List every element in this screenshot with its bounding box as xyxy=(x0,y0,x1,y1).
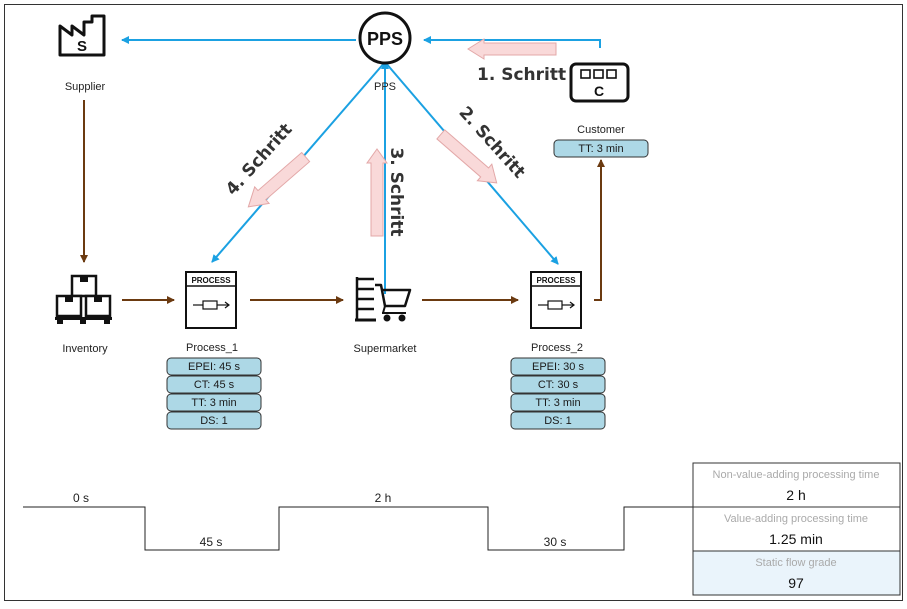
diagram-border xyxy=(4,4,903,601)
step-arrow-4[interactable]: 4. Schritt xyxy=(222,120,313,215)
process-2-node[interactable]: PROCESS Process_2 EPEI: 30 s CT: 30 s TT… xyxy=(510,271,606,430)
timeline-lower-0: 45 s xyxy=(200,535,223,549)
customer-node[interactable]: C Customer TT: 3 min xyxy=(553,62,649,158)
step-label-4: 4. Schritt xyxy=(222,120,296,200)
supermarket-node[interactable]: Supermarket xyxy=(354,277,417,355)
data-box-row xyxy=(510,411,606,430)
process-1-data-box: EPEI: 45 s CT: 45 s TT: 3 min DS: 1 xyxy=(166,357,262,430)
pps-circle-icon: PPS xyxy=(358,11,412,65)
customer-data-tt: TT: 3 min xyxy=(578,143,623,155)
metric-label-flow-grade: Static flow grade xyxy=(755,557,836,569)
process-1-data-tt: TT: 3 min xyxy=(191,397,236,409)
pps-icon-text: PPS xyxy=(367,29,403,49)
timeline: 0 s 2 h 45 s 30 s xyxy=(23,491,693,551)
material-flows xyxy=(80,100,605,304)
step-label-1: 1. Schritt xyxy=(477,65,566,85)
step-arrow-2[interactable]: 2. Schritt xyxy=(434,103,529,191)
process-icon: PROCESS xyxy=(185,271,237,329)
step-arrow-3-shape xyxy=(366,148,388,237)
process-2-data-epei: EPEI: 30 s xyxy=(532,361,584,373)
data-box-row xyxy=(553,139,649,158)
process-1-node[interactable]: PROCESS Process_1 EPEI: 45 s CT: 45 s TT… xyxy=(166,271,262,430)
process-1-data-ct: CT: 45 s xyxy=(194,379,235,391)
metric-value-va: 1.25 min xyxy=(769,531,823,547)
step-arrow-2-shape xyxy=(436,129,498,184)
metrics-table: Non-value-adding processing time 2 h Val… xyxy=(692,462,901,596)
customer-data-box: TT: 3 min xyxy=(553,139,649,158)
data-box-row xyxy=(510,357,606,376)
customer-icon-letter: C xyxy=(594,83,604,99)
process-2-data-box: EPEI: 30 s CT: 30 s TT: 3 min DS: 1 xyxy=(510,357,606,430)
supermarket-cart-icon xyxy=(355,277,412,322)
step-arrow-1-shape xyxy=(467,38,557,60)
customer-building-icon: C xyxy=(569,62,630,103)
process-1-label: Process_1 xyxy=(186,342,238,354)
inventory-node[interactable]: Inventory xyxy=(55,274,112,355)
supplier-node[interactable]: S Supplier xyxy=(58,14,106,93)
process-1-data-ds: DS: 1 xyxy=(200,415,228,427)
data-box-row xyxy=(166,411,262,430)
process-2-data-tt: TT: 3 min xyxy=(535,397,580,409)
data-box-row xyxy=(510,393,606,412)
data-box-row xyxy=(166,357,262,376)
process-2-label: Process_2 xyxy=(531,342,583,354)
metric-label-va: Value-adding processing time xyxy=(724,513,868,525)
data-box-row xyxy=(510,375,606,394)
step-label-3: 3. Schritt xyxy=(386,147,406,236)
metrics-highlight-cell xyxy=(693,551,900,595)
metric-label-nva: Non-value-adding processing time xyxy=(713,469,880,481)
supplier-label: Supplier xyxy=(65,81,106,93)
data-box-row xyxy=(166,375,262,394)
data-box-row xyxy=(166,393,262,412)
process-icon: PROCESS xyxy=(530,271,582,329)
process-1-icon-title: PROCESS xyxy=(191,276,231,285)
metric-value-flow-grade: 97 xyxy=(788,575,804,591)
process-2-data-ct: CT: 30 s xyxy=(538,379,579,391)
pps-node[interactable]: PPS PPS xyxy=(358,11,412,93)
timeline-step-line xyxy=(23,506,693,551)
inventory-label: Inventory xyxy=(62,343,108,355)
metric-value-nva: 2 h xyxy=(786,487,805,503)
timeline-upper-0: 0 s xyxy=(73,491,89,505)
factory-icon: S xyxy=(58,14,106,57)
pps-label: PPS xyxy=(374,81,396,93)
timeline-upper-1: 2 h xyxy=(375,491,392,505)
metrics-border xyxy=(692,462,901,596)
process-2-icon-title: PROCESS xyxy=(536,276,576,285)
process-1-data-epei: EPEI: 45 s xyxy=(188,361,240,373)
customer-label: Customer xyxy=(577,124,625,136)
step-arrow-4-shape xyxy=(247,151,311,208)
supermarket-label: Supermarket xyxy=(354,343,417,355)
material-flow-process-2-to-customer[interactable] xyxy=(594,159,605,301)
timeline-lower-1: 30 s xyxy=(544,535,567,549)
process-2-data-ds: DS: 1 xyxy=(544,415,572,427)
step-arrow-3[interactable]: 3. Schritt xyxy=(366,147,406,237)
inventory-boxes-icon xyxy=(55,274,112,324)
supplier-icon-letter: S xyxy=(77,38,87,55)
step-arrow-1[interactable]: 1. Schritt xyxy=(467,38,566,85)
